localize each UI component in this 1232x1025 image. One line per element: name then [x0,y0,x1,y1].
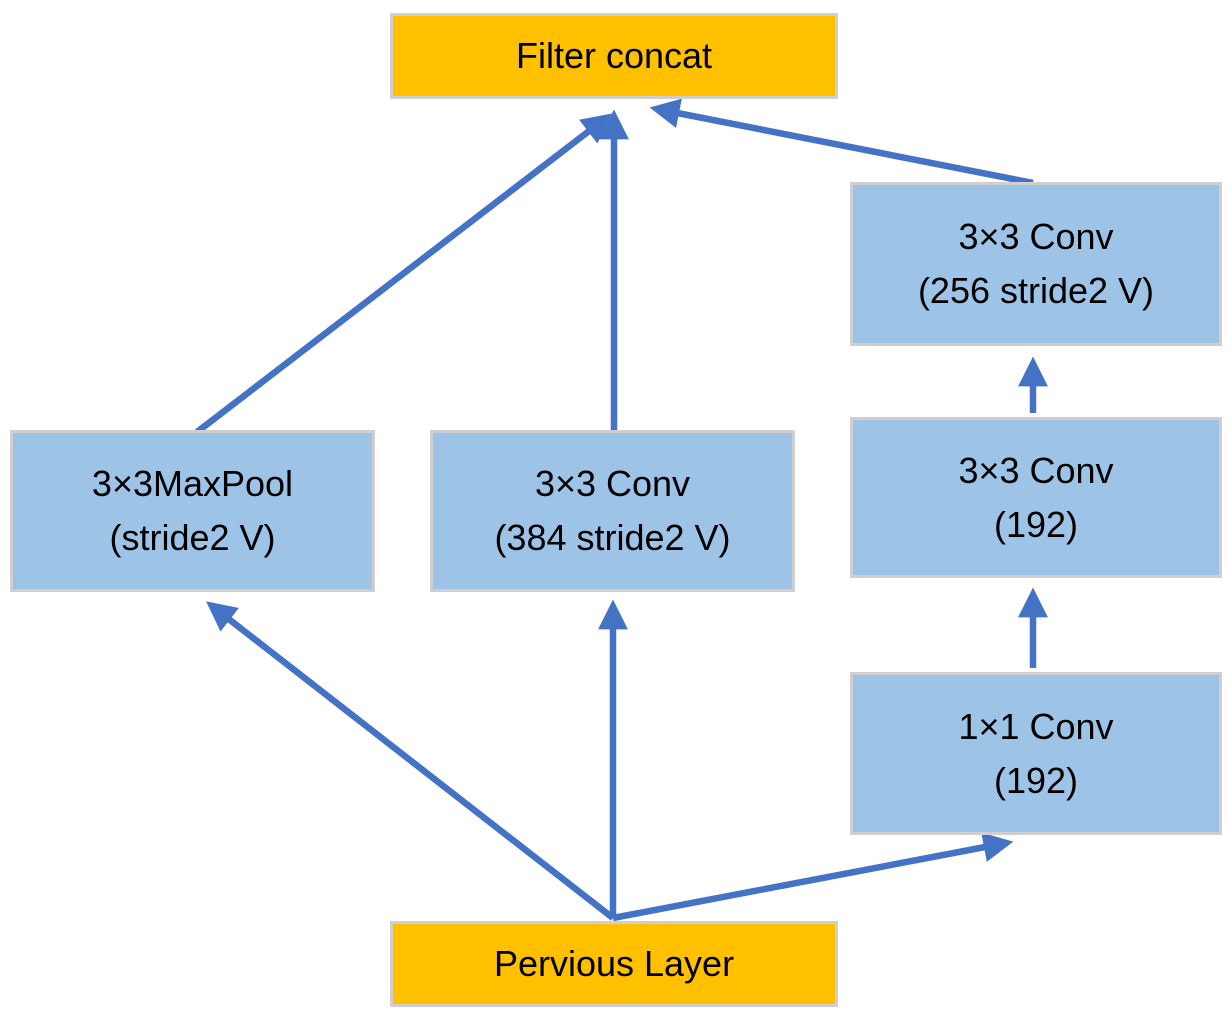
node-conv-3x3-384: 3×3 Conv (384 stride2 V) [430,430,795,592]
node-maxpool-3x3: 3×3MaxPool (stride2 V) [10,430,375,592]
node-filter-concat-label: Filter concat [515,35,713,76]
node-conv-3x3-192: 3×3 Conv (192) [850,417,1222,578]
arrow-previous-to-maxpool [206,601,615,921]
arrow-conv256-to-concat [649,98,1034,187]
node-maxpool-3x3-line1: 3×3MaxPool [91,463,294,504]
node-maxpool-3x3-line2: (stride2 V) [109,517,276,558]
node-conv-3x3-192-line1: 3×3 Conv [958,449,1114,491]
node-conv-3x3-256: 3×3 Conv (256 stride2 V) [850,182,1222,346]
node-conv-1x1-192: 1×1 Conv (192) [850,672,1222,835]
node-conv-3x3-192-line2: (192) [993,503,1079,545]
arrow-maxpool-to-concat [195,113,612,435]
arrow-previous-to-conv1x1 [612,832,1014,922]
node-conv-3x3-256-line1: 3×3 Conv [958,216,1114,257]
node-previous-layer: Pervious Layer [390,921,838,1007]
node-conv-3x3-384-line1: 3×3 Conv [534,463,691,504]
node-previous-layer-label: Pervious Layer [493,943,735,984]
node-conv-3x3-256-line2: (256 stride2 V) [917,270,1155,311]
node-conv-3x3-384-line2: (384 stride2 V) [494,517,731,558]
node-filter-concat: Filter concat [390,13,838,99]
node-conv-1x1-192-line1: 1×1 Conv [958,705,1114,747]
node-conv-1x1-192-line2: (192) [993,759,1079,801]
